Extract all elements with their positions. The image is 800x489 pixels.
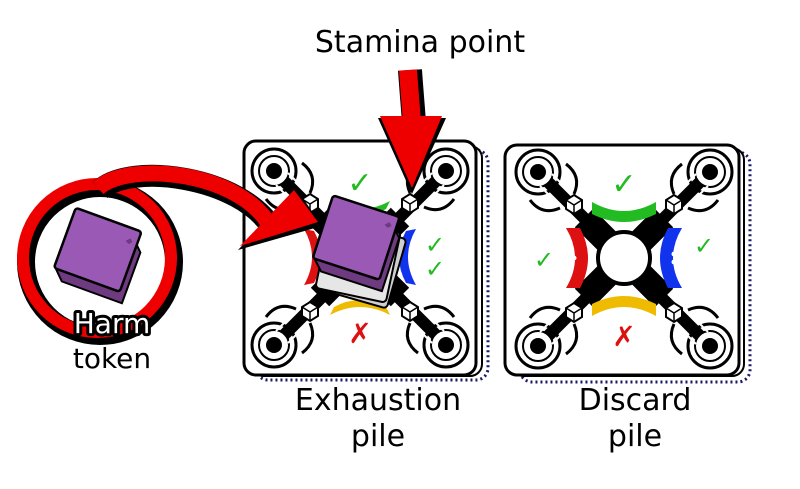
green-check-icon: ✓ <box>611 167 636 202</box>
exhaustion-pile-label-line1: Exhaustion <box>295 383 461 418</box>
green-check-icon: ✓ <box>694 232 714 260</box>
exhaustion-pile: ✓ ✗ ✓ ✓ <box>242 139 490 382</box>
red-cross-icon: ✗ <box>612 320 635 353</box>
red-cross-icon: ✗ <box>348 317 371 350</box>
exhaustion-pile-label-line2: pile <box>351 419 405 454</box>
placed-harm-token <box>312 194 401 293</box>
green-check-icon: ✓ <box>534 246 554 274</box>
harm-label-line1: Harm <box>74 307 151 340</box>
harm-arrow <box>92 164 322 250</box>
harm-label-line2: token <box>73 342 151 375</box>
stamina-point-label: Stamina point <box>315 25 525 60</box>
green-check-icon: ✓ <box>425 231 445 259</box>
discard-pile-label-line2: pile <box>608 419 662 454</box>
discard-card: ✓ ✗ ✓ ✓ <box>503 143 741 377</box>
discard-pile: ✓ ✗ ✓ ✓ <box>503 143 752 384</box>
empty-center-slot <box>596 230 652 286</box>
green-check-icon: ✓ <box>425 255 445 283</box>
green-check-icon: ✓ <box>347 166 372 201</box>
discard-pile-label-line1: Discard <box>579 383 692 418</box>
stamina-arrow <box>378 69 446 194</box>
harm-token-label: Harm token <box>71 304 154 375</box>
harm-token <box>53 207 142 305</box>
